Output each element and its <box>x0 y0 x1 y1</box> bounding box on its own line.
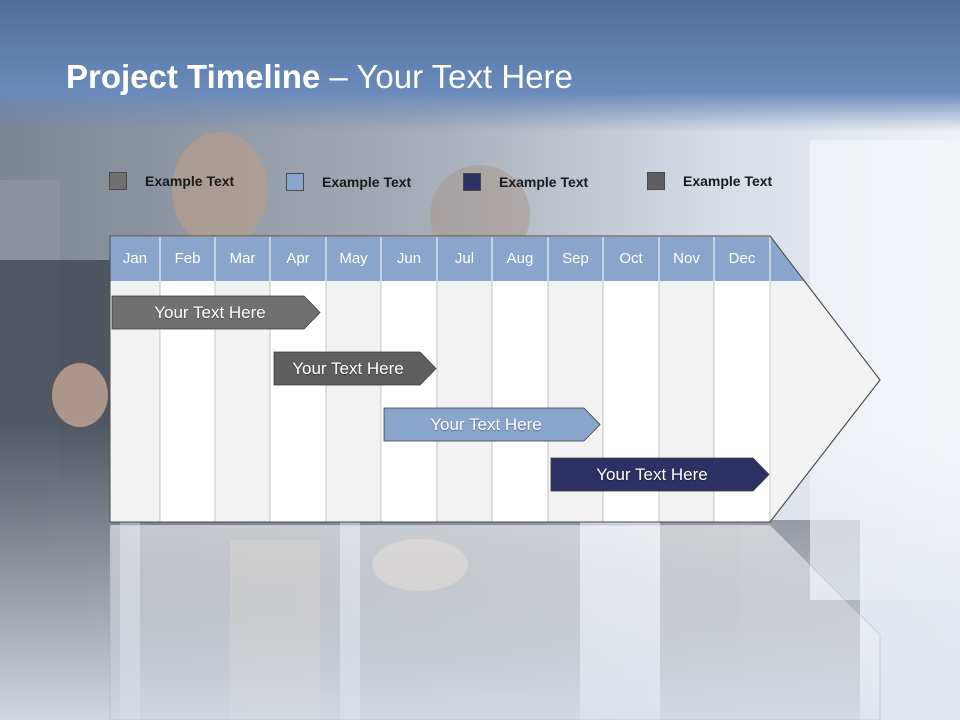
legend-swatch-1 <box>109 172 127 190</box>
legend-item-2[interactable]: Example Text <box>286 171 411 193</box>
month-label-jun: Jun <box>396 250 422 267</box>
month-label-mar: Mar <box>229 250 256 267</box>
month-column <box>436 236 493 523</box>
title-bar: Project Timeline – Your Text Here <box>0 0 960 132</box>
legend-item-1[interactable]: Example Text <box>109 170 234 192</box>
task-arrow-2[interactable] <box>273 351 437 386</box>
slide-title-rest: – Your Text Here <box>320 58 573 95</box>
legend-item-3[interactable]: Example Text <box>463 171 588 193</box>
month-label-oct: Oct <box>619 250 643 267</box>
task-arrow-4[interactable] <box>550 457 770 492</box>
legend-label-3: Example Text <box>499 174 589 190</box>
legend-label-4: Example Text <box>683 173 773 189</box>
task-label-4[interactable]: Your Text Here <box>596 465 708 484</box>
month-column <box>159 236 216 523</box>
task-arrow-1[interactable] <box>111 295 321 330</box>
slide-title-strong: Project Timeline <box>66 58 321 95</box>
legend-label-2: Example Text <box>322 174 412 190</box>
month-column <box>491 236 549 523</box>
timeline-arrow-outline <box>109 235 881 523</box>
month-label-sep: Sep <box>562 250 589 267</box>
month-label-apr: Apr <box>286 250 310 267</box>
timeline-reflection <box>109 524 881 720</box>
month-label-nov: Nov <box>673 250 700 267</box>
month-label-dec: Dec <box>728 250 756 267</box>
month-column <box>214 236 271 523</box>
month-header-band <box>110 237 804 281</box>
month-label-jul: Jul <box>454 250 475 267</box>
task-label-1[interactable]: Your Text Here <box>154 303 266 322</box>
slide-title[interactable]: Project Timeline – Your Text Here <box>66 58 573 96</box>
task-label-3[interactable]: Your Text Here <box>430 415 542 434</box>
task-arrow-3[interactable] <box>383 407 601 442</box>
month-header-dividers <box>159 237 771 281</box>
legend-label-1: Example Text <box>145 173 235 189</box>
legend-swatch-2 <box>286 173 304 191</box>
month-label-aug: Aug <box>506 250 534 267</box>
task-arrows <box>111 295 770 492</box>
legend-item-4[interactable]: Example Text <box>647 170 772 192</box>
task-label-2[interactable]: Your Text Here <box>292 359 404 378</box>
legend-swatch-4 <box>647 172 665 190</box>
legend-swatch-3 <box>463 173 481 191</box>
month-label-jan: Jan <box>122 250 148 267</box>
month-label-feb: Feb <box>174 250 201 267</box>
month-label-may: May <box>339 250 368 267</box>
